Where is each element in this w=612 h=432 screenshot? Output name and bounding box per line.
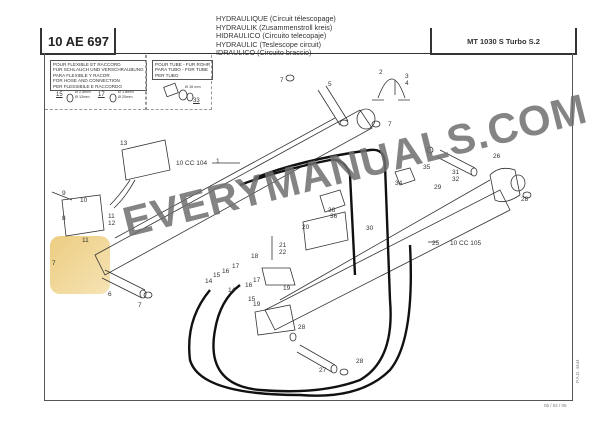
callout-34: 34 [395,180,403,187]
callout-17: 17 [232,263,240,270]
callout-26: 26 [493,153,501,160]
model-name: MT 1030 S Turbo S.2 [467,37,540,46]
callout-32: 32 [452,176,460,183]
callout-18: 18 [251,253,259,260]
callout-13: 13 [120,140,128,147]
callout-17: 17 [253,277,261,284]
reference-code: 10 AE 697 [48,34,109,49]
callout-12: 12 [108,220,116,227]
hose-dim: Ø 12mm [75,95,90,99]
callout-4: 4 [405,80,409,87]
callout-6: 6 [108,291,112,298]
hose-inset [45,55,146,110]
model-box: MT 1030 S Turbo S.2 [430,28,577,55]
callout-14: 14 [228,287,236,294]
cross-ref-10cc105[interactable]: 10 CC 105 [450,240,482,247]
hose-part-15: 15 [56,92,63,98]
tube-part-33: 33 [193,98,200,104]
hose-dim: Ø 1,8mm [118,90,134,94]
frame-right [572,53,573,401]
callout-21: 21 [279,242,287,249]
callout-20: 20 [302,224,310,231]
hose-part-17: 17 [98,92,105,98]
callout-28: 28 [356,358,364,365]
title-es: HIDRAULICO (Circuito telecopaje) [216,31,327,40]
callout-30: 30 [366,225,374,232]
callout-19: 19 [253,301,261,308]
hose-dim: Ø 20mm [118,95,133,99]
tube-dim: Ø 16 mm [185,85,201,89]
callout-19: 19 [283,285,291,292]
callout-11: 11 [108,213,115,220]
side-code: P.A.D. 4444 [575,359,580,383]
callout-36: 36 [328,207,336,214]
title-de: HYDRAULIK (Zusammenstroll kreis) [216,22,333,32]
callout-27: 27 [319,367,327,374]
frame-left [44,53,45,401]
callout-36: 36 [330,213,338,220]
callout-14: 14 [205,278,213,285]
callout-7: 7 [280,77,284,84]
title-fr: HYDRAULIQUE (Circuit télescopage) [216,14,336,23]
callout-7: 7 [138,302,142,309]
callout-9: 9 [62,190,66,197]
callout-15: 15 [213,272,221,279]
callout-2: 2 [379,69,383,76]
callout-22: 22 [279,249,287,256]
callout-5: 5 [328,81,332,88]
callout-7: 7 [52,260,56,267]
callout-15: 15 [248,296,256,303]
callout-3: 3 [405,73,409,80]
callout-7: 7 [388,121,392,128]
title-it: IDRAULICO (Circuito braccio) [216,48,336,58]
tube-inset-label: POUR TUBE - FUR ROHR PARA TUBO - FOR TUB… [152,60,214,81]
hose-dim: Ø 2,5mm [75,90,91,94]
callout-29: 29 [434,184,442,191]
callout-28: 28 [521,196,529,203]
cross-ref-part-1: 1 [216,158,220,165]
callout-16: 16 [222,268,230,275]
callout-16: 16 [245,282,253,289]
reference-code-box: 10 AE 697 [40,28,116,55]
tube-inset [146,55,212,110]
diagram-title-block: HYDRAULIQUE (Circuit télescopage) HYDRAU… [216,14,336,58]
callout-8: 8 [62,215,66,222]
callout-35: 35 [423,164,431,171]
frame-bottom [44,400,573,401]
callout-28: 28 [298,324,306,331]
callout-11: 11 [82,237,89,244]
print-date: 05 / 02 / 05 [544,403,567,408]
title-en: HYDRAULIC (Teslescope circuit) [216,39,322,49]
callout-10: 10 [80,197,88,204]
cross-ref-part-25: 25 [432,240,440,247]
callout-31: 31 [452,169,460,176]
cross-ref-10cc104[interactable]: 10 CC 104 [176,160,208,167]
header-rule [40,53,573,54]
